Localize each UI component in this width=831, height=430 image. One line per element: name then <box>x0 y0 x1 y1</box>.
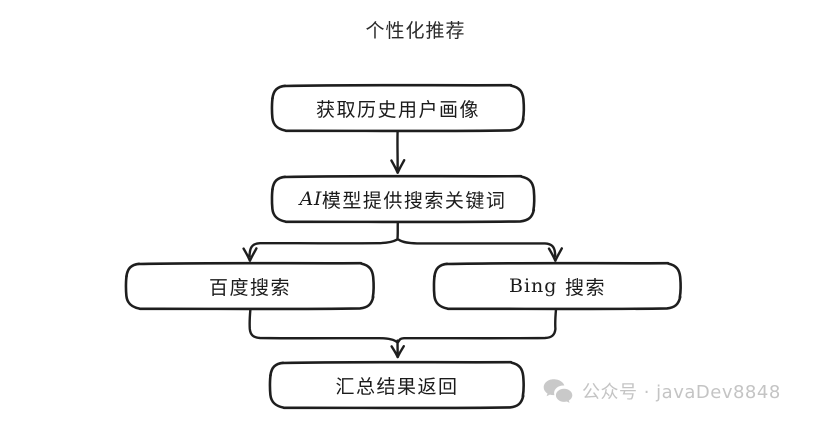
node-shape-history <box>270 83 526 133</box>
node-label-summary: 汇总结果返回 <box>335 375 459 398</box>
node-label-ai-latin: AI <box>299 188 322 210</box>
node-shape-ai <box>270 174 536 224</box>
node-label-ai-cjk: 模型提供搜索关键词 <box>321 189 507 212</box>
watermark-text: 公众号 · javaDev8848 <box>582 382 781 403</box>
node-label-baidu: 百度搜索 <box>208 276 291 299</box>
page-title: 个性化推荐 <box>365 20 466 42</box>
edge-history-to-ai <box>390 130 406 174</box>
node-label-history: 获取历史用户画像 <box>315 98 480 121</box>
node-label-bing-cjk: 搜索 <box>564 276 606 299</box>
edge-merge-to-summary <box>248 308 558 359</box>
wechat-icon <box>543 379 573 403</box>
node-aggregate-results-return[interactable]: 汇总结果返回 <box>270 362 524 408</box>
watermark: 公众号 · javaDev8848 <box>543 378 781 404</box>
node-shape-summary <box>268 360 525 410</box>
node-baidu-search[interactable]: 百度搜索 <box>126 263 374 309</box>
node-shape-baidu <box>124 261 375 311</box>
node-get-history-user-profile[interactable]: 获取历史用户画像 <box>272 85 524 131</box>
node-label-bing-latin: Bing <box>508 275 558 297</box>
node-shape-bing <box>432 261 682 311</box>
edge-ai-fork <box>242 221 563 262</box>
node-bing-search[interactable]: Bing 搜索 <box>434 263 681 309</box>
